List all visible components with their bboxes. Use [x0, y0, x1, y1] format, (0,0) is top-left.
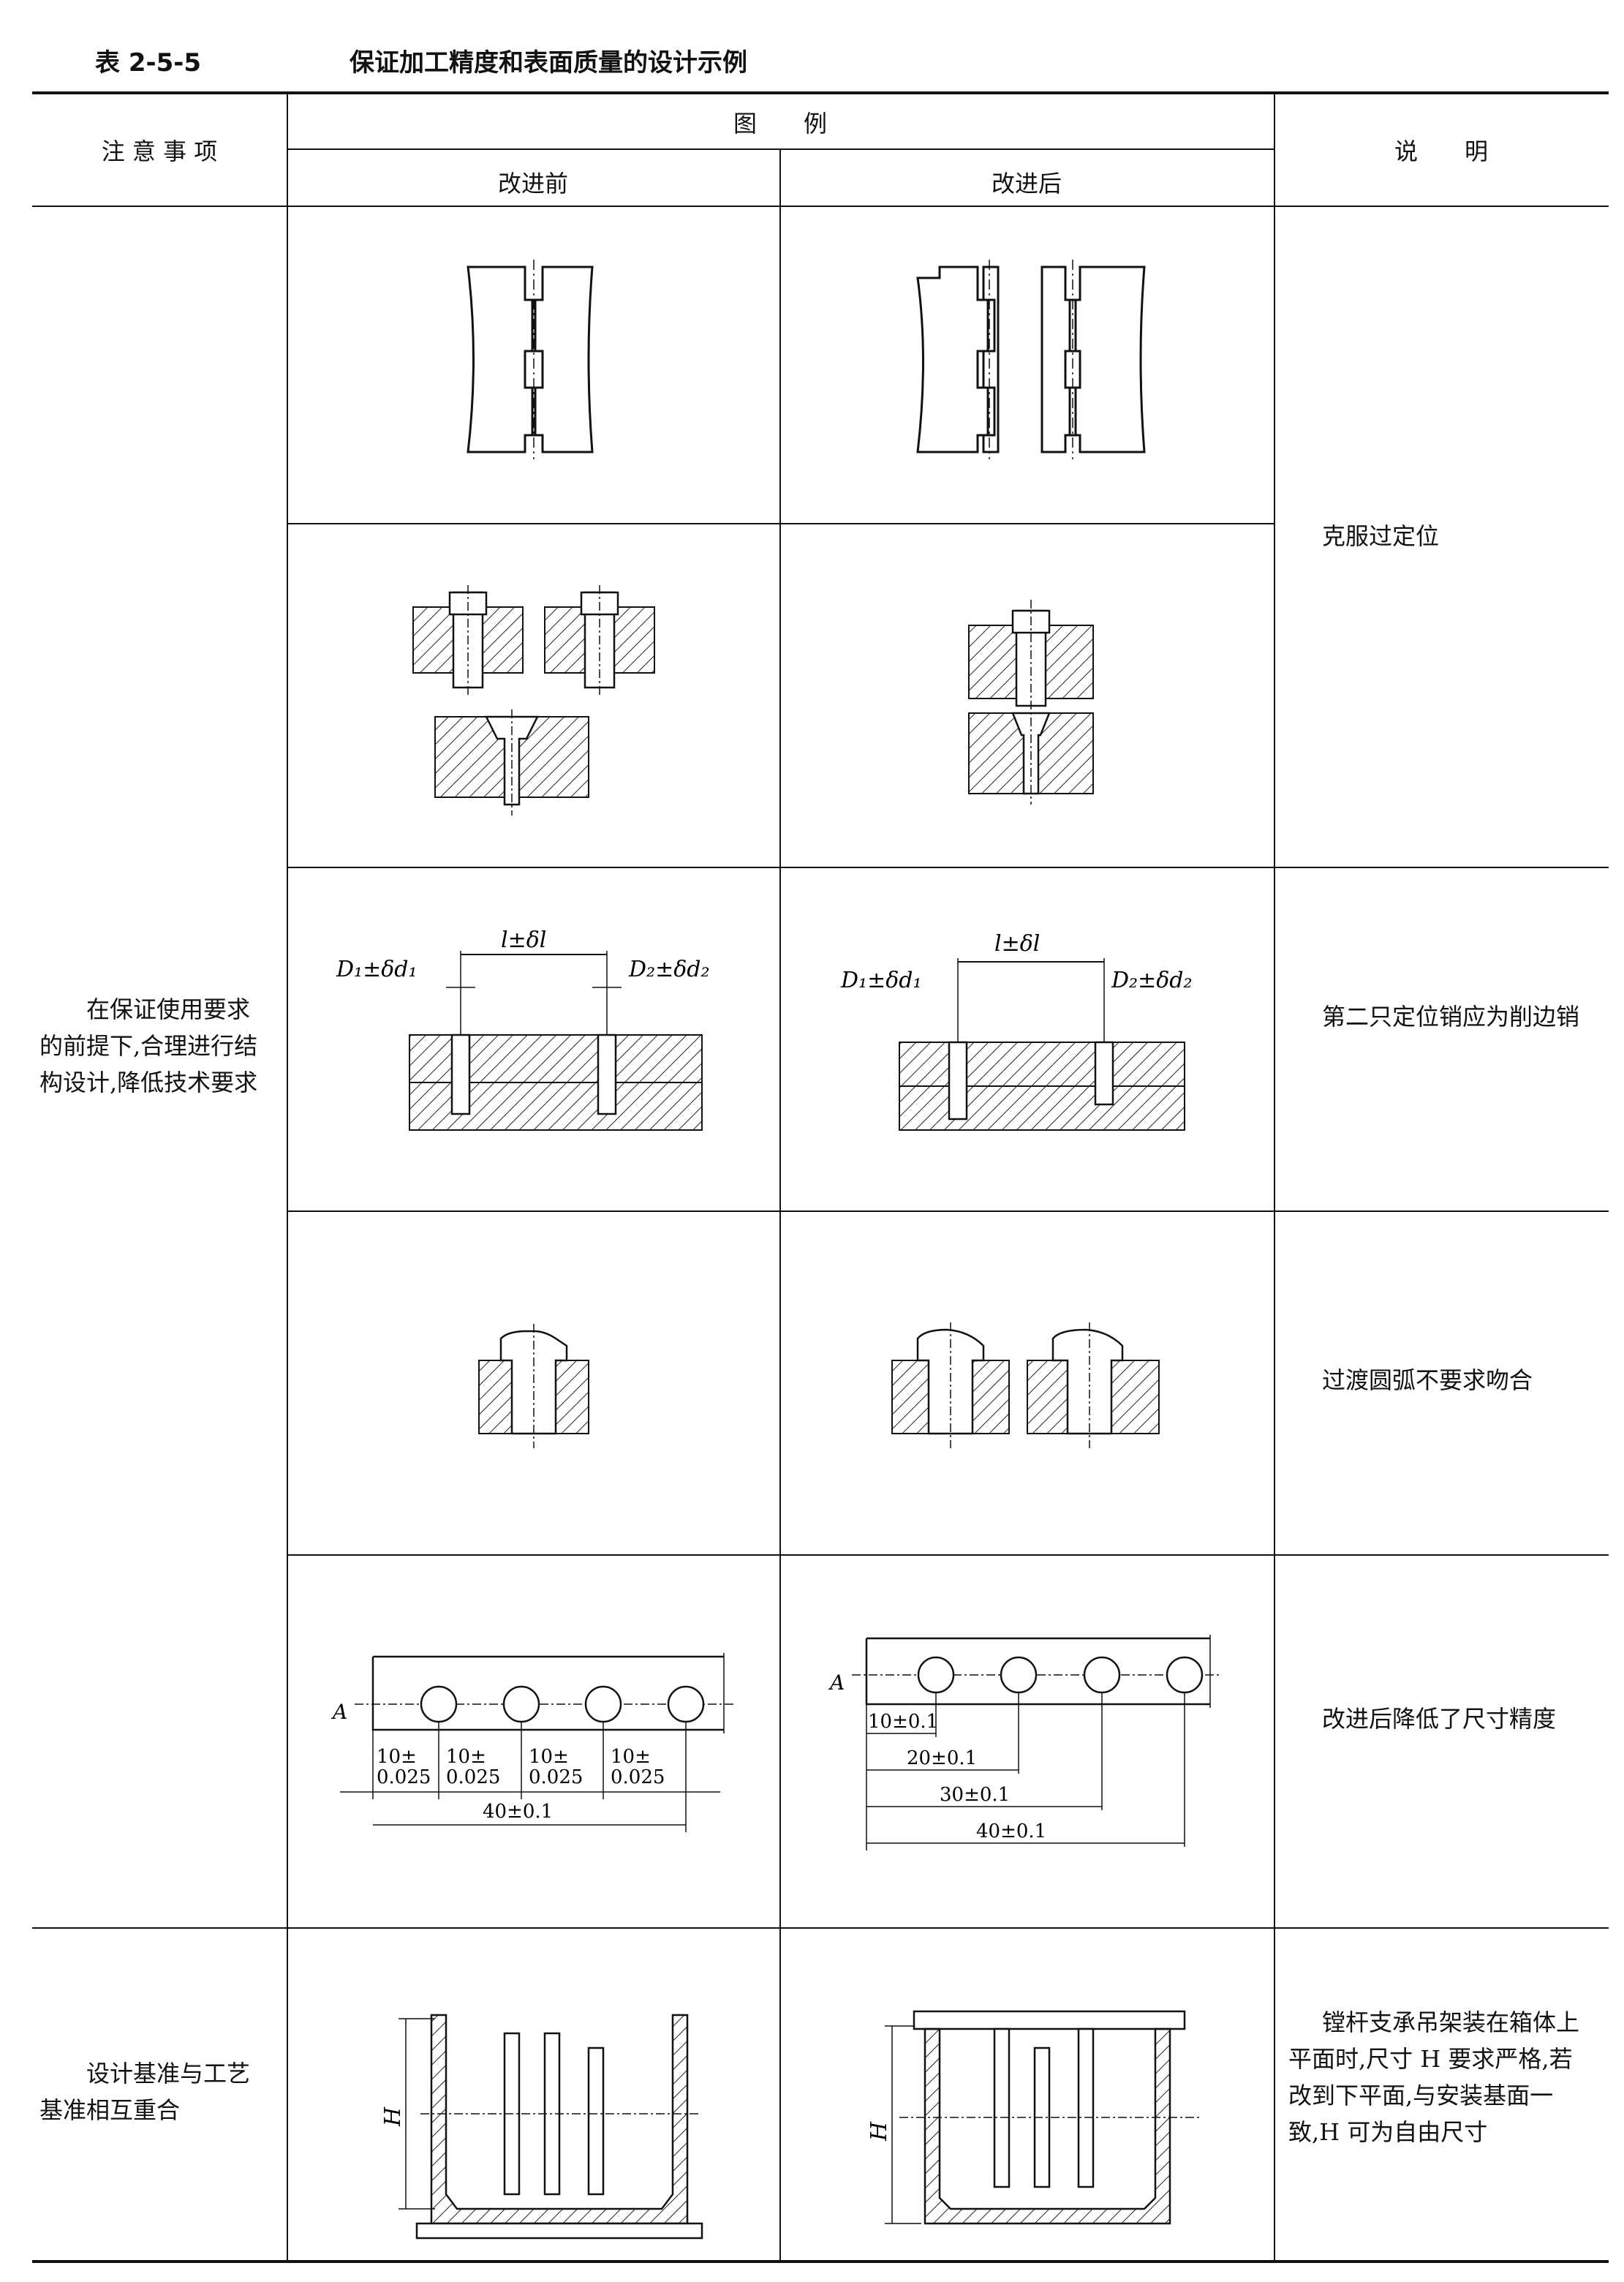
header-split-line: [287, 148, 1275, 150]
span-3a: 10±: [529, 1746, 569, 1768]
figure-holes-before: A 10± 0.025 10± 0.025 10± 0.025 10± 0.02…: [331, 1653, 735, 1832]
figure-groove-after: [916, 260, 1146, 459]
d1-tolerance: D₁±δd₁: [336, 957, 418, 982]
datum-a: A: [331, 1700, 347, 1724]
table-title: 保证加工精度和表面质量的设计示例: [350, 48, 747, 78]
figure-fillet-after: [891, 1322, 1160, 1448]
figure-holes-after: A 10±0.1 20±0.1 30±0.1 40±0.1: [828, 1635, 1221, 1850]
header-before: 改进前: [497, 170, 568, 197]
total-before: 40±0.1: [483, 1801, 553, 1823]
span-1b: 0.025: [377, 1766, 431, 1788]
h-label-after: H: [866, 2121, 892, 2142]
row-line-3: [287, 1210, 1609, 1212]
figure-fillet-before: [478, 1324, 589, 1448]
note-3: 过渡圆弧不要求吻合: [1322, 1366, 1533, 1394]
note-5: 镗杆支承吊架装在箱体上平面时,尺寸 H 要求严格,若改到下平面,与安装基面一致,…: [1288, 2008, 1580, 2146]
note-4: 改进后降低了尺寸精度: [1322, 1705, 1557, 1733]
col-divider-3: [1274, 93, 1275, 2262]
table-top-rule: [32, 91, 1609, 94]
row-line-4: [287, 1554, 1609, 1556]
d1-tolerance-after: D₁±δd₁: [840, 968, 922, 993]
dim-20: 20±0.1: [907, 1747, 977, 1769]
h-label: H: [380, 2106, 406, 2127]
header-after: 改进后: [991, 170, 1062, 197]
l-tolerance: l±δl: [501, 927, 546, 953]
table-number: 表 2-5-5: [95, 48, 202, 78]
span-4b: 0.025: [611, 1766, 665, 1788]
l-tolerance-after: l±δl: [994, 931, 1040, 957]
row-line-1: [287, 523, 1275, 524]
figure-groove-before: [467, 260, 594, 459]
group-text-1: 在保证使用要求的前提下,合理进行结构设计,降低技术要求: [39, 995, 258, 1096]
figure-screws-after: [968, 600, 1094, 805]
header-figure: 图 例: [733, 110, 827, 138]
dim-30: 30±0.1: [940, 1784, 1010, 1806]
header-bottom-line: [32, 206, 1609, 207]
row-line-2: [287, 867, 1609, 868]
header-attention: 注 意 事 项: [101, 138, 218, 165]
figure-screws-before: [412, 585, 655, 816]
d2-tolerance: D₂±δd₂: [628, 957, 710, 982]
note-1: 克服过定位: [1322, 522, 1440, 550]
span-3b: 0.025: [529, 1766, 583, 1788]
figure-pins-after: D₁±δd₁ l±δl D₂±δd₂: [840, 931, 1193, 1131]
group-text-2: 设计基准与工艺基准相互重合: [39, 2060, 251, 2124]
table-bottom-rule: [32, 2260, 1609, 2263]
header-explain: 说 明: [1394, 138, 1488, 165]
col-divider-1: [287, 93, 288, 2262]
dim-10: 10±0.1: [868, 1711, 938, 1733]
d2-tolerance-after: D₂±δd₂: [1111, 968, 1193, 993]
datum-a-after: A: [828, 1671, 845, 1695]
figure-housing-before: H: [380, 2014, 703, 2240]
span-1a: 10±: [377, 1746, 417, 1768]
figure-housing-after: H: [866, 2010, 1199, 2225]
col-divider-2: [779, 148, 781, 2262]
note-2: 第二只定位销应为削边销: [1322, 1003, 1580, 1031]
span-4a: 10±: [611, 1746, 651, 1768]
dim-40: 40±0.1: [976, 1820, 1046, 1842]
span-2a: 10±: [446, 1746, 486, 1768]
span-2b: 0.025: [446, 1766, 500, 1788]
row-line-5: [32, 1927, 1609, 1929]
figure-pins-before: D₁±δd₁ l±δl D₂±δd₂: [336, 927, 710, 1131]
